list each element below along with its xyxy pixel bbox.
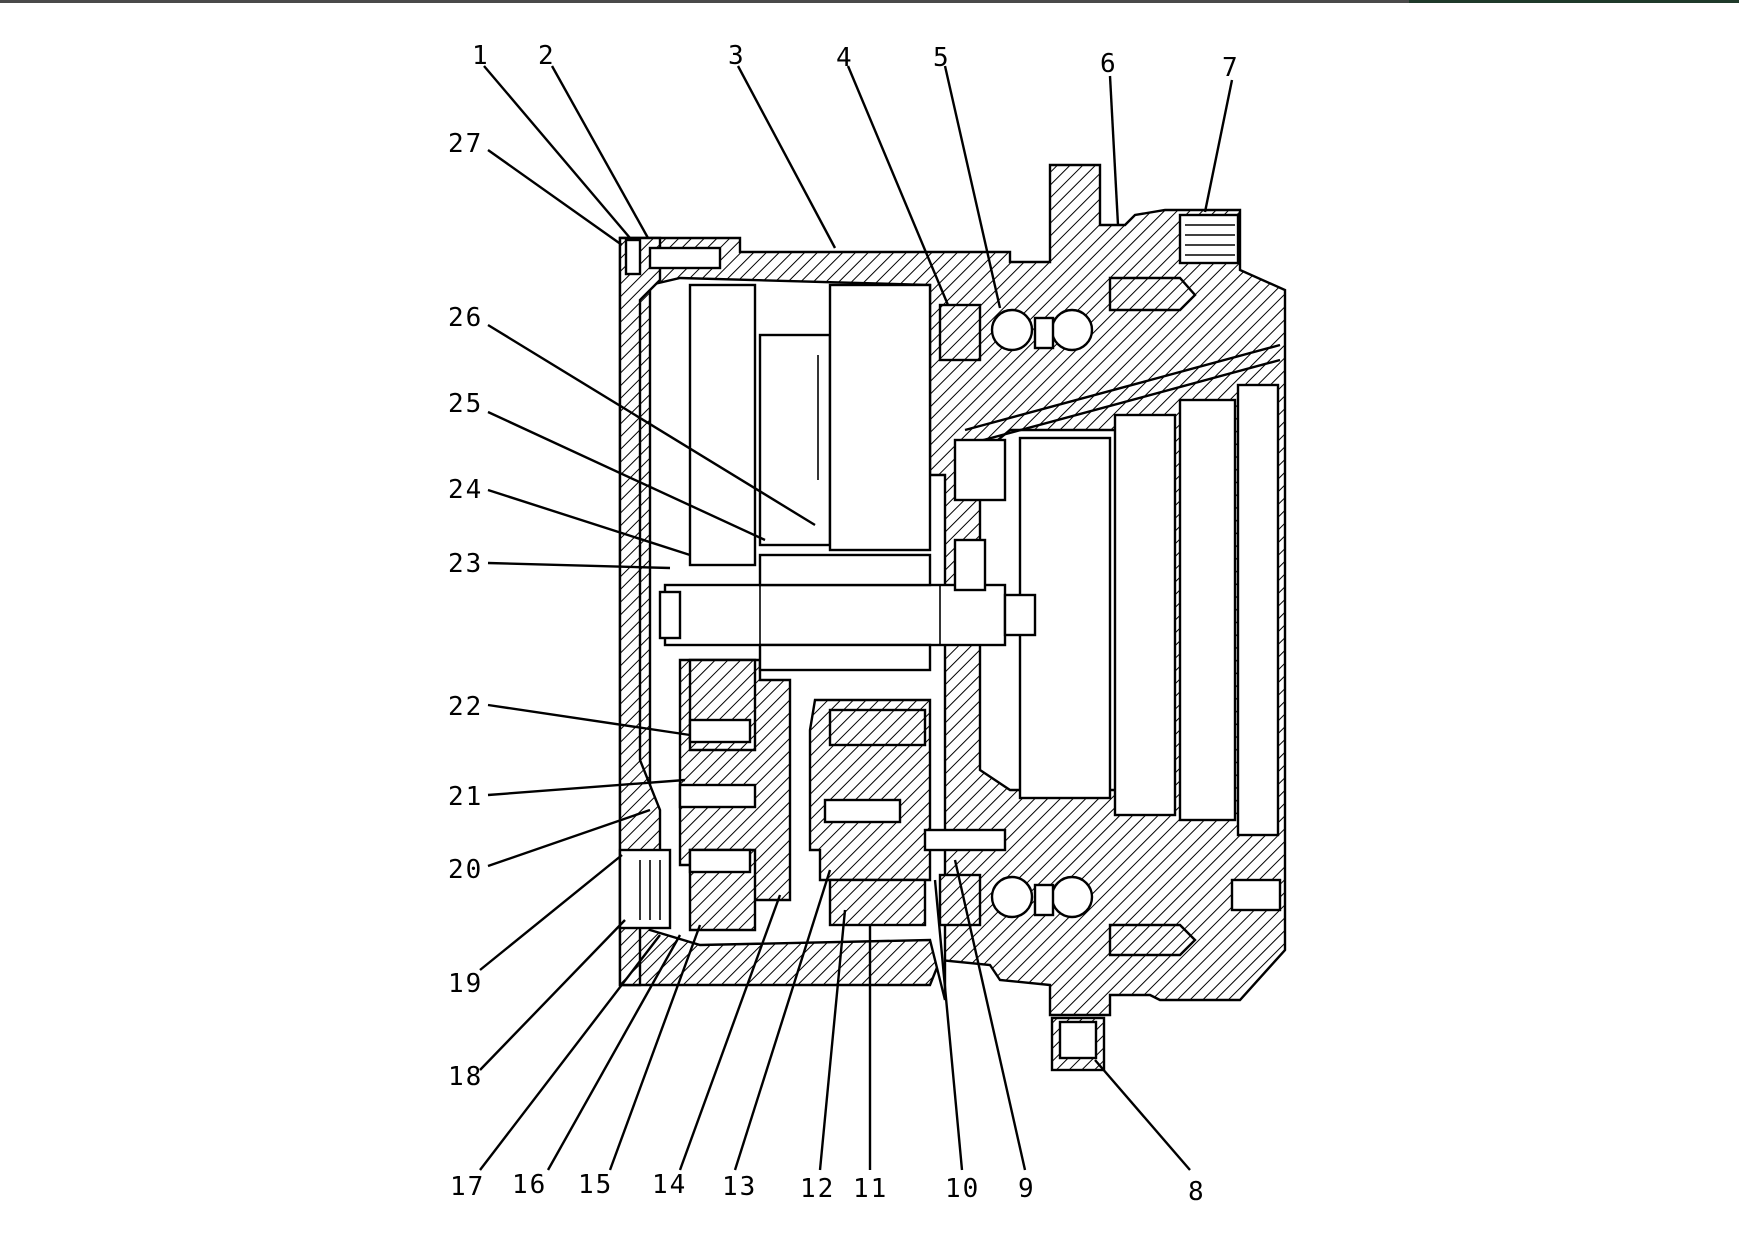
leader-6 — [1108, 75, 1120, 226]
leader-23 — [487, 561, 671, 570]
leader-lines — [479, 65, 1234, 1171]
part-label-16: 16 — [512, 1170, 547, 1200]
leader-2 — [550, 65, 650, 239]
leader-5 — [943, 65, 1002, 309]
leader-3 — [736, 65, 837, 249]
leader-4 — [846, 65, 950, 306]
part-label-26: 26 — [448, 303, 483, 333]
part-labels: 1 2 3 4 5 6 7 8 9 10 11 12 13 14 15 16 1… — [448, 41, 1240, 1207]
part-label-3: 3 — [728, 41, 746, 71]
part-label-22: 22 — [448, 692, 483, 722]
part-label-12: 12 — [800, 1174, 835, 1204]
part-label-6: 6 — [1100, 49, 1118, 79]
part-label-1: 1 — [472, 41, 490, 71]
part-label-20: 20 — [448, 855, 483, 885]
part-label-9: 9 — [1018, 1174, 1036, 1204]
leader-7 — [1203, 79, 1234, 213]
part-label-7: 7 — [1222, 53, 1240, 83]
part-label-19: 19 — [448, 969, 483, 999]
part-label-10: 10 — [945, 1174, 980, 1204]
part-label-11: 11 — [853, 1174, 888, 1204]
part-label-17: 17 — [450, 1172, 485, 1202]
part-label-2: 2 — [538, 41, 556, 71]
bearings — [938, 303, 1282, 927]
part-label-4: 4 — [836, 43, 854, 73]
window-top-border — [0, 0, 1739, 3]
part-label-18: 18 — [448, 1062, 483, 1092]
leader-26 — [487, 323, 816, 527]
leader-1 — [483, 65, 631, 239]
leader-27 — [487, 149, 623, 246]
leader-24 — [487, 488, 691, 557]
part-label-13: 13 — [722, 1172, 757, 1202]
part-label-8: 8 — [1188, 1177, 1206, 1207]
part-label-14: 14 — [652, 1170, 687, 1200]
part-label-24: 24 — [448, 475, 483, 505]
part-label-21: 21 — [448, 782, 483, 812]
leader-21 — [487, 778, 686, 797]
part-label-27: 27 — [448, 129, 483, 159]
part-label-25: 25 — [448, 389, 483, 419]
window-top-accent — [1409, 0, 1739, 3]
leader-13 — [733, 869, 832, 1171]
part-label-15: 15 — [578, 1170, 613, 1200]
leader-25 — [487, 410, 766, 542]
leader-14 — [678, 894, 782, 1171]
leader-19 — [479, 854, 623, 971]
leader-20 — [487, 808, 651, 868]
part-label-23: 23 — [448, 549, 483, 579]
leader-8 — [1094, 1059, 1191, 1171]
leader-12 — [818, 909, 847, 1171]
leader-9 — [953, 859, 1027, 1171]
leader-15 — [608, 924, 702, 1171]
gear-train — [658, 283, 1037, 932]
leader-22 — [487, 703, 691, 737]
leader-10 — [933, 879, 964, 1171]
leader-16 — [546, 934, 682, 1171]
leader-18 — [479, 919, 626, 1071]
part-label-5: 5 — [933, 43, 951, 73]
leader-17 — [479, 934, 661, 1171]
